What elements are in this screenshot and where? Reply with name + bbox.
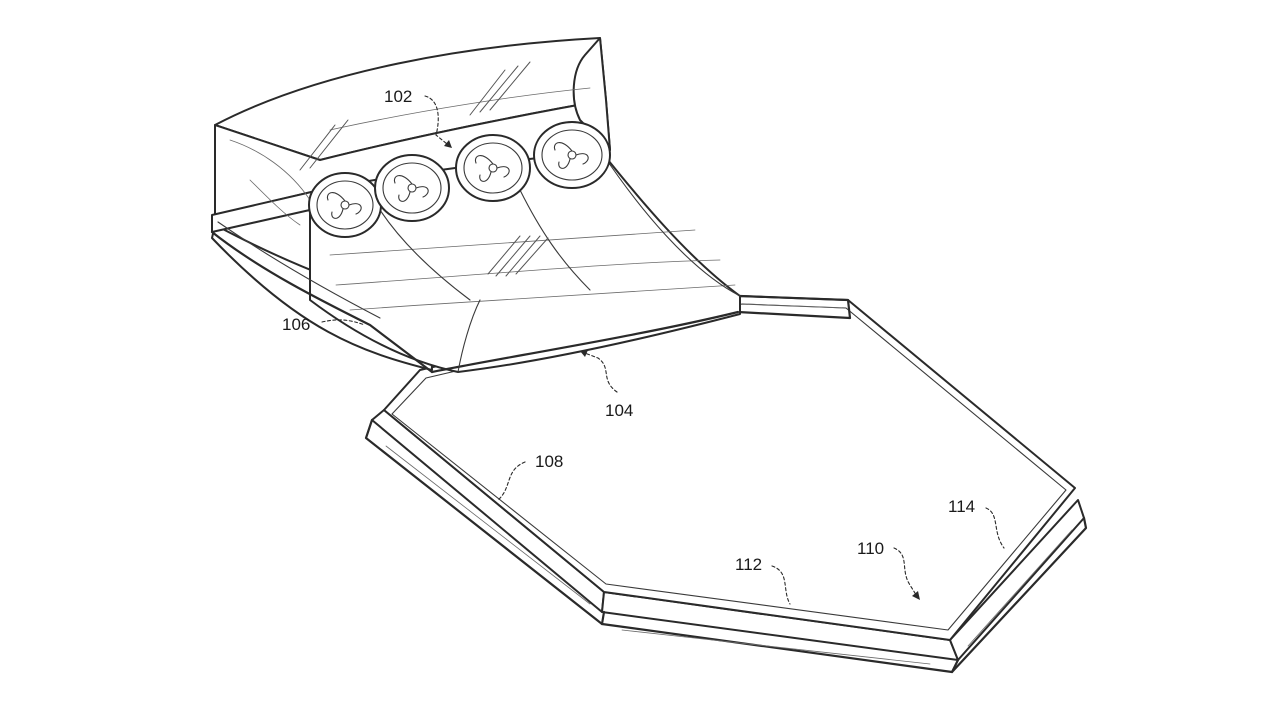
leader-110	[893, 547, 919, 599]
fan-4	[533, 121, 611, 189]
ramp-front-lip	[430, 310, 740, 374]
leader-112	[771, 565, 791, 605]
ramp-lip-curve	[457, 299, 481, 373]
ramp-glare-hatching	[487, 235, 549, 277]
leader-lines	[321, 95, 1005, 605]
numeral-106: 106	[282, 315, 310, 334]
numeral-114: 114	[948, 497, 975, 516]
fan-1	[308, 172, 382, 238]
housing-glare-hatching	[299, 61, 531, 171]
hexagonal-platform	[364, 294, 1088, 674]
numeral-108: 108	[535, 452, 563, 471]
arrowhead-110	[912, 591, 920, 600]
ramp-flange-2	[519, 189, 591, 291]
fan-housing	[210, 37, 611, 374]
rim-detail-right	[967, 529, 1073, 647]
ramp-contour-2	[335, 259, 721, 286]
numeral-104: 104	[605, 401, 633, 420]
ramp-outer-edge	[599, 149, 741, 297]
rim-back-detail	[747, 303, 843, 309]
housing-base-inner	[217, 221, 381, 319]
ramp-flange-1	[379, 209, 471, 301]
housing-inner-line-2	[249, 179, 301, 226]
housing-inner-line-1	[229, 139, 311, 201]
rim-corner-left	[364, 418, 606, 626]
fan-3	[455, 134, 531, 202]
leader-106	[321, 319, 366, 326]
leader-108	[497, 461, 526, 501]
arrowhead-104	[580, 350, 588, 357]
arrowhead-102	[444, 140, 452, 148]
leader-114	[985, 507, 1005, 549]
leader-104	[581, 351, 618, 393]
housing-base-edge	[210, 230, 434, 374]
rim-detail-front	[621, 629, 931, 665]
rim-corner-right	[950, 516, 1088, 674]
fan-2	[374, 154, 450, 222]
leader-102	[424, 95, 453, 149]
rim-detail-left	[385, 445, 591, 605]
ramp-contour-1	[329, 229, 696, 256]
numeral-112: 112	[735, 555, 762, 574]
numeral-102: 102	[384, 87, 412, 106]
reference-numerals: 102 104 106 108 110 112 114	[282, 87, 975, 574]
housing-inner-line-3	[329, 87, 591, 131]
numeral-110: 110	[857, 539, 884, 558]
